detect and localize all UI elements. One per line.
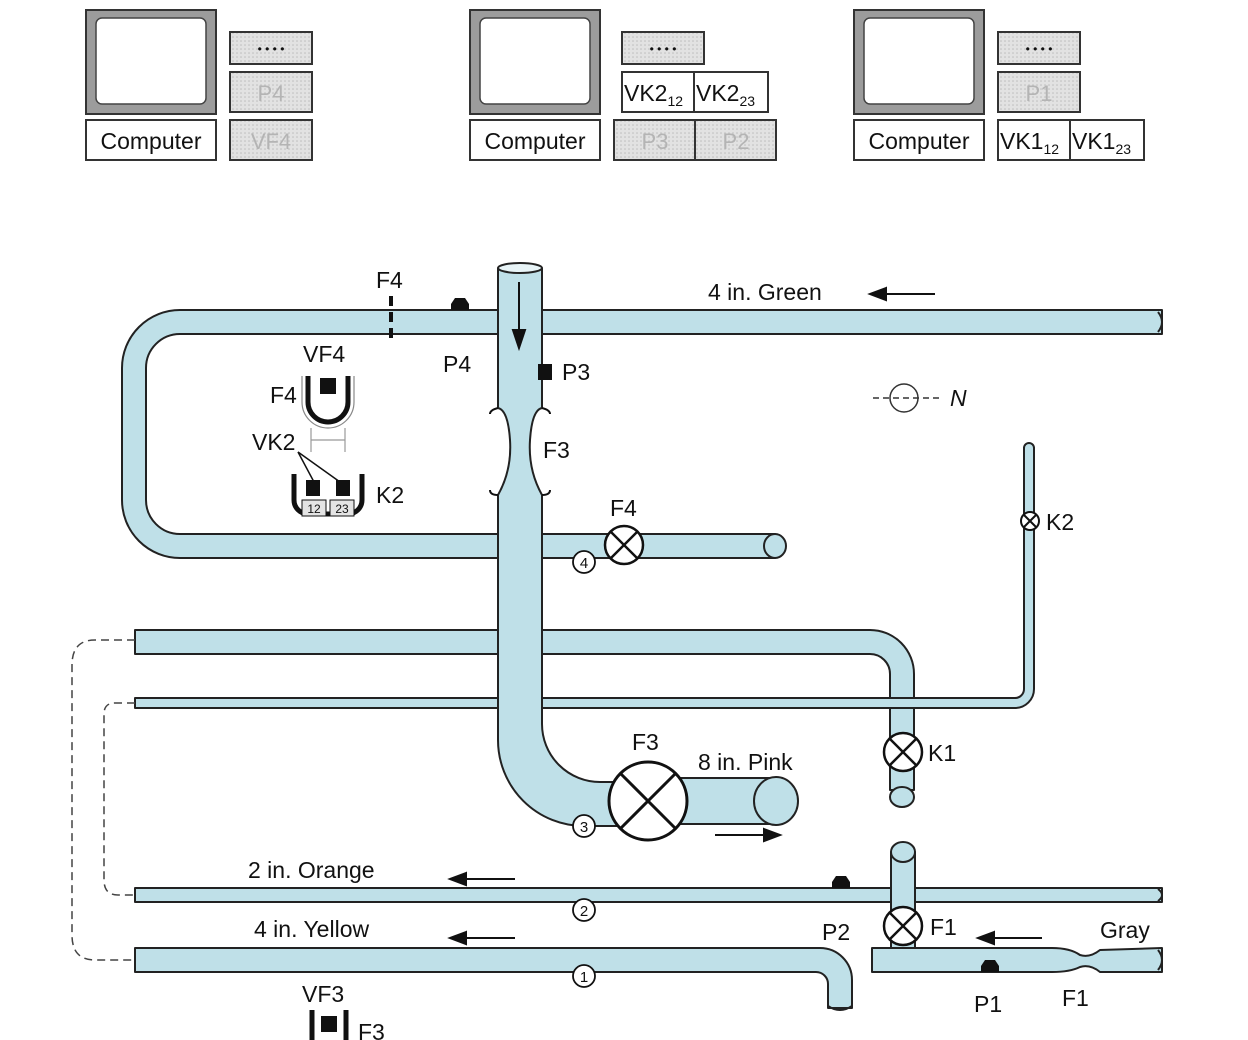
computer-label: Computer bbox=[869, 128, 970, 154]
sensor-vf3 bbox=[309, 1010, 349, 1040]
sensor-k2 bbox=[291, 474, 365, 517]
panel-1: Computer • • • • P4 VF4 bbox=[85, 9, 313, 161]
computer-label: Computer bbox=[101, 128, 202, 154]
node-label: 2 bbox=[580, 903, 588, 920]
module-label: P4 bbox=[258, 81, 285, 106]
flow-arrow-gray bbox=[975, 930, 1042, 946]
flow-arrow-orange bbox=[447, 871, 515, 887]
label-f4-valve: F4 bbox=[610, 495, 637, 521]
label-k2-23: 23 bbox=[335, 502, 349, 516]
label-pink-pipe: 8 in. Pink bbox=[698, 749, 793, 775]
pipe-end-cap bbox=[890, 841, 916, 863]
module-label: VK212 bbox=[624, 80, 683, 109]
pressure-tap-p4 bbox=[451, 298, 469, 310]
dashed-connector bbox=[71, 639, 135, 961]
label-p2: P2 bbox=[822, 919, 850, 945]
flow-arrow-pink bbox=[715, 827, 783, 843]
label-f3-valve: F3 bbox=[632, 729, 659, 755]
valve-k1 bbox=[882, 731, 924, 773]
label-vf4: VF4 bbox=[303, 341, 345, 367]
flow-arrow-down bbox=[511, 282, 527, 352]
node-label: 4 bbox=[580, 555, 588, 572]
label-f4-left: F4 bbox=[270, 382, 297, 408]
valve-k2 bbox=[1020, 511, 1040, 531]
pipe-open-top bbox=[497, 262, 543, 274]
label-vk2: VK2 bbox=[252, 429, 295, 455]
module-label: P1 bbox=[1026, 81, 1053, 106]
node-label: 3 bbox=[580, 819, 588, 836]
vk2-bracket bbox=[310, 428, 346, 452]
svg-text:• • • •: • • • • bbox=[258, 42, 285, 56]
label-k2-left: K2 bbox=[376, 482, 404, 508]
node-2 bbox=[572, 898, 596, 922]
node-3 bbox=[572, 814, 596, 838]
north-arrow-icon bbox=[873, 383, 942, 413]
label-k2-right: K2 bbox=[1046, 509, 1074, 535]
module-label: VK223 bbox=[696, 80, 755, 109]
label-f3-venturi: F3 bbox=[543, 437, 570, 463]
flow-arrow-yellow bbox=[447, 930, 515, 946]
label-green-pipe: 4 in. Green bbox=[708, 279, 822, 305]
pressure-tap-p1 bbox=[981, 960, 999, 972]
sensor-vf4 bbox=[301, 376, 355, 429]
pipe-end-cap bbox=[889, 786, 915, 808]
label-orange-pipe: 2 in. Orange bbox=[248, 857, 375, 883]
label-p4: P4 bbox=[443, 351, 471, 377]
label-f1-venturi: F1 bbox=[1062, 985, 1089, 1011]
k2-branch-pipe bbox=[134, 442, 1035, 709]
flow-arrow-green bbox=[867, 286, 935, 302]
pressure-tap-p2 bbox=[832, 876, 850, 888]
valve-f1 bbox=[882, 905, 924, 947]
module-label: P2 bbox=[723, 129, 750, 154]
label-k2-12: 12 bbox=[307, 502, 321, 516]
yellow-pipe bbox=[134, 947, 853, 1009]
display-module bbox=[229, 31, 313, 65]
node-4 bbox=[572, 550, 596, 574]
pipe-end-cap bbox=[753, 776, 799, 826]
computer-label: Computer bbox=[485, 128, 586, 154]
valve-f4 bbox=[603, 524, 645, 566]
orange-pipe bbox=[134, 887, 1163, 903]
upper-main-pipe bbox=[134, 629, 915, 791]
svg-text:• • • •: • • • • bbox=[650, 42, 677, 56]
module-label: VK123 bbox=[1072, 128, 1131, 157]
display-module bbox=[997, 31, 1081, 65]
node-label: 1 bbox=[580, 969, 588, 986]
label-yellow-pipe: 4 in. Yellow bbox=[254, 916, 369, 942]
pipe-end-cap bbox=[763, 533, 787, 559]
label-p3: P3 bbox=[562, 359, 590, 385]
node-1 bbox=[572, 964, 596, 988]
label-north: N bbox=[950, 385, 967, 411]
label-f3-bottom: F3 bbox=[358, 1019, 385, 1040]
label-f1-valve: F1 bbox=[930, 914, 957, 940]
svg-text:• • • •: • • • • bbox=[1026, 42, 1053, 56]
module-label: P3 bbox=[642, 129, 669, 154]
display-module bbox=[621, 31, 705, 65]
label-vf3: VF3 bbox=[302, 981, 344, 1007]
label-p1: P1 bbox=[974, 991, 1002, 1017]
gray-pipe bbox=[871, 947, 1163, 973]
panel-2: Computer • • • • VK212 VK223 P3 P2 bbox=[469, 9, 777, 161]
valve-f3 bbox=[607, 760, 689, 842]
panel-3: Computer • • • • P1 VK112 VK123 bbox=[853, 9, 1145, 161]
label-f4-top: F4 bbox=[376, 267, 403, 293]
green-pipe bbox=[121, 309, 1163, 559]
module-label: VF4 bbox=[251, 129, 291, 154]
label-gray-pipe: Gray bbox=[1100, 917, 1150, 943]
module-label: VK112 bbox=[1000, 128, 1059, 157]
label-k1: K1 bbox=[928, 740, 956, 766]
pressure-tap-p3 bbox=[538, 364, 552, 380]
